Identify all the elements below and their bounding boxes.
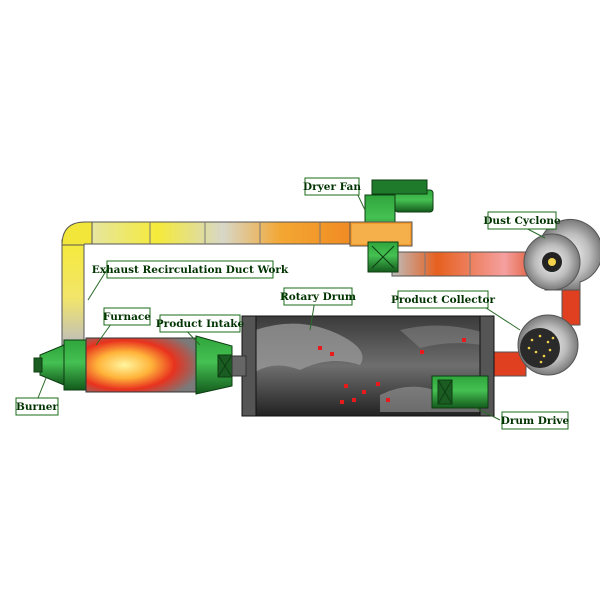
label-exhaust-duct-text: Exhaust Recirculation Duct Work [92,264,289,276]
label-burner: Burner [15,397,59,416]
label-drum-drive-text: Drum Drive [501,415,570,427]
label-exhaust-duct: Exhaust Recirculation Duct Work [92,260,289,279]
label-product-intake: Product Intake [156,314,245,333]
label-dust-cyclone-text: Dust Cyclone [483,215,561,227]
dryer-fan [349,179,434,273]
rotary-drum [241,315,495,417]
drum-drive [431,375,489,409]
product-collector [517,314,579,376]
label-product-intake-text: Product Intake [156,318,245,330]
label-dryer-fan-text: Dryer Fan [303,181,361,193]
label-dryer-fan: Dryer Fan [303,177,361,196]
dust-cyclone [523,219,600,291]
collector-particles [527,334,555,364]
label-burner-text: Burner [16,401,58,413]
label-product-collector: Product Collector [391,290,496,309]
label-furnace: Furnace [103,307,151,326]
label-drum-drive: Drum Drive [501,411,570,430]
label-rotary-drum: Rotary Drum [280,287,356,306]
label-furnace-text: Furnace [103,311,151,323]
product-particles [318,338,466,404]
label-product-collector-text: Product Collector [391,294,496,306]
burner [33,344,65,386]
label-rotary-drum-text: Rotary Drum [280,291,356,303]
label-dust-cyclone: Dust Cyclone [483,211,561,230]
exhaust-duct [61,221,355,346]
furnace [63,335,247,395]
cyclone-duct [391,251,581,377]
